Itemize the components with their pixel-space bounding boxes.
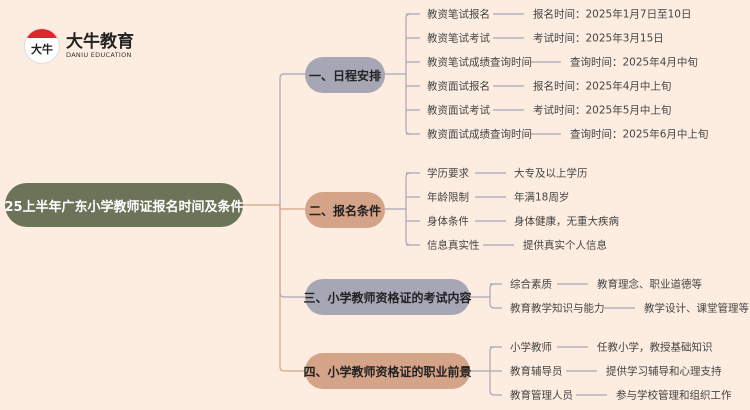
leaf-value: 教育理念、职业道德等: [597, 278, 702, 291]
branch-career: 四、小学教师资格证的职业前景: [303, 353, 472, 389]
branch-title: 一、日程安排: [308, 68, 381, 83]
logo-subtitle: DANIU EDUCATION: [66, 51, 132, 59]
leaf-label: 小学教师: [510, 341, 552, 354]
branch-exam-content: 三、小学教师资格证的考试内容: [303, 279, 472, 315]
leaf-label: 综合素质: [510, 278, 552, 291]
leaf-value: 提供学习辅导和心理支持: [606, 365, 722, 378]
leaf-label: 教资面试报名: [427, 80, 490, 93]
root-title: 25上半年广东小学教师证报名时间及条件: [4, 199, 244, 215]
leaf-label: 教育管理人员: [510, 389, 573, 402]
leaf-value: 考试时间：2025年3月15日: [533, 32, 664, 45]
branch-title: 三、小学教师资格证的考试内容: [303, 290, 472, 305]
branch-title: 四、小学教师资格证的职业前景: [303, 364, 472, 379]
leaf-label: 教资笔试考试: [427, 32, 490, 45]
leaf-label: 学历要求: [427, 167, 469, 180]
leaf-value: 大专及以上学历: [514, 167, 588, 180]
leaf-label: 身体条件: [427, 215, 469, 228]
leaf-label: 教资笔试报名: [427, 8, 490, 21]
leaf-value: 年满18周岁: [514, 191, 570, 204]
logo-name: 大牛教育: [66, 32, 134, 52]
leaf-value: 任教小学，教授基础知识: [597, 341, 713, 354]
leaf-value: 提供真实个人信息: [523, 239, 607, 252]
leaf-value: 身体健康，无重大疾病: [514, 215, 619, 228]
leaf-value: 考试时间：2025年5月中上旬: [533, 104, 672, 117]
leaf-value: 查询时间：2025年4月中旬: [570, 56, 698, 69]
leaf-value: 报名时间：2025年1月7日至10日: [533, 8, 692, 21]
leaf-label: 教资面试考试: [427, 104, 490, 117]
leaf-label: 教资面试成绩查询时间: [427, 128, 532, 141]
leaf-value: 查询时间：2025年6月中上旬: [570, 128, 709, 141]
branch-requirements: 二、报名条件: [305, 192, 385, 228]
leaf-value: 教学设计、课堂管理等: [644, 302, 749, 315]
branch-title: 二、报名条件: [308, 203, 381, 218]
leaf-label: 信息真实性: [427, 239, 480, 252]
leaf-value: 参与学校管理和组织工作: [616, 389, 732, 402]
branch-schedule: 一、日程安排: [305, 57, 385, 93]
logo-mark-text: 大牛: [31, 43, 53, 56]
leaf-value: 报名时间：2025年4月中上旬: [533, 80, 672, 93]
leaf-label: 教资笔试成绩查询时间: [427, 56, 532, 69]
leaf-label: 年龄限制: [427, 191, 469, 204]
logo-mark: 大牛: [24, 28, 60, 64]
root-node: 25上半年广东小学教师证报名时间及条件: [4, 183, 244, 227]
leaf-label: 教育教学知识与能力: [510, 302, 605, 315]
leaf-label: 教育辅导员: [510, 365, 563, 378]
